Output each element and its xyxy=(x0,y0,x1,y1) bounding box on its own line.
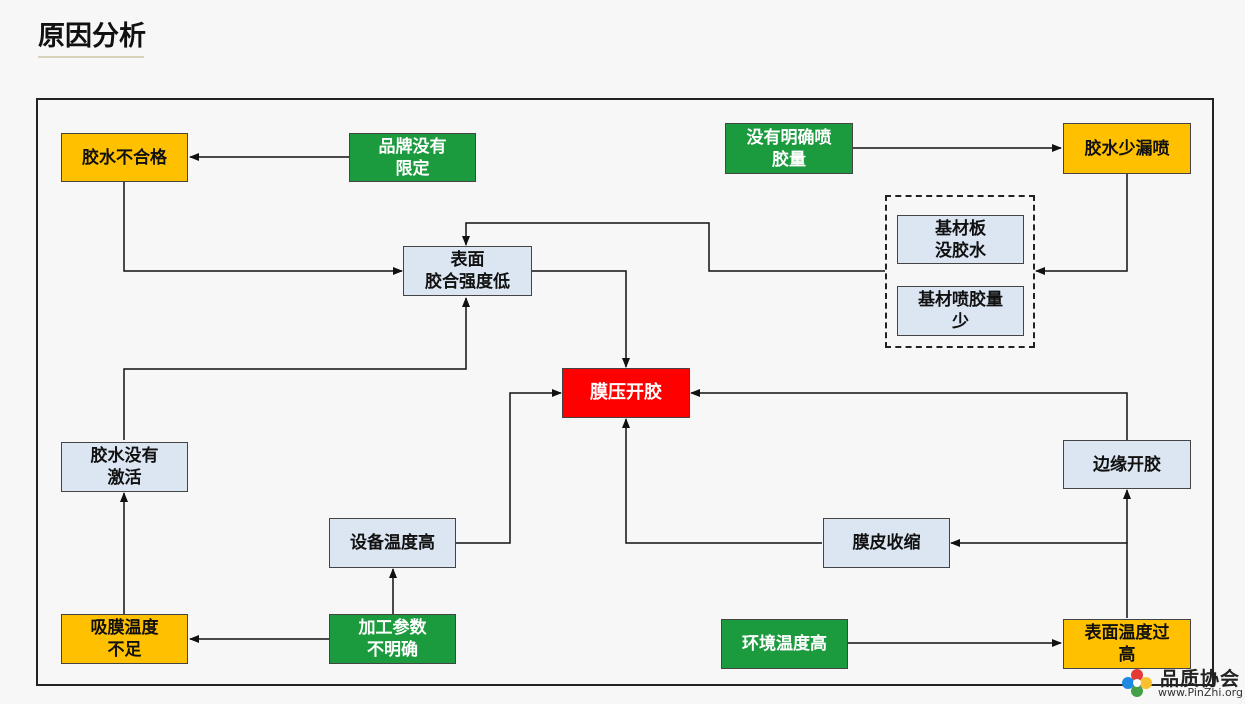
substrate-cause-group xyxy=(885,195,1035,348)
node-suction-temp-low: 吸膜温度不足 xyxy=(61,614,188,664)
arrow-edge-to-filmpress xyxy=(690,389,1128,440)
node-process-params-unclear: 加工参数不明确 xyxy=(329,614,456,664)
node-brand-unlimited: 品牌没有限定 xyxy=(349,133,476,182)
arrow-group-to-surface xyxy=(462,222,885,272)
node-glue-less-leak: 胶水少漏喷 xyxy=(1063,123,1191,174)
node-substrate-no-glue: 基材板没胶水 xyxy=(897,215,1024,264)
arrow-equipment-to-filmpress xyxy=(456,389,562,544)
flower-logo-icon xyxy=(1122,669,1152,697)
node-env-temp-high: 环境温度高 xyxy=(721,619,848,669)
arrow-surfacetemp-to-shrink xyxy=(950,539,1128,618)
node-glue-unqualified: 胶水不合格 xyxy=(61,133,188,182)
node-surface-bond-low: 表面胶合强度低 xyxy=(403,246,532,296)
node-edge-open: 边缘开胶 xyxy=(1063,440,1191,489)
arrow-glue-to-surface xyxy=(123,182,403,275)
node-surface-temp-high: 表面温度过高 xyxy=(1063,619,1191,669)
arrow-glueless-to-group xyxy=(1035,174,1128,275)
node-film-press-open: 膜压开胶 xyxy=(562,368,690,418)
watermark-url: www.PinZhi.org xyxy=(1158,686,1243,699)
node-substrate-spray-less: 基材喷胶量少 xyxy=(897,286,1024,336)
node-film-shrink: 膜皮收缩 xyxy=(823,518,950,568)
arrow-notactivated-to-surface xyxy=(123,297,470,440)
node-glue-not-activated: 胶水没有激活 xyxy=(61,442,188,492)
arrow-shrink-to-filmpress xyxy=(622,418,822,544)
title-underline xyxy=(38,56,144,58)
node-no-spray-amount: 没有明确喷胶量 xyxy=(725,123,853,174)
page-title: 原因分析 xyxy=(38,21,146,52)
arrow-surface-to-filmpress xyxy=(532,270,630,368)
watermark-name: 品质协会 xyxy=(1160,668,1241,690)
watermark-logo: 品质协会 www.PinZhi.org xyxy=(1120,664,1243,702)
node-equipment-temp-high: 设备温度高 xyxy=(329,518,456,568)
